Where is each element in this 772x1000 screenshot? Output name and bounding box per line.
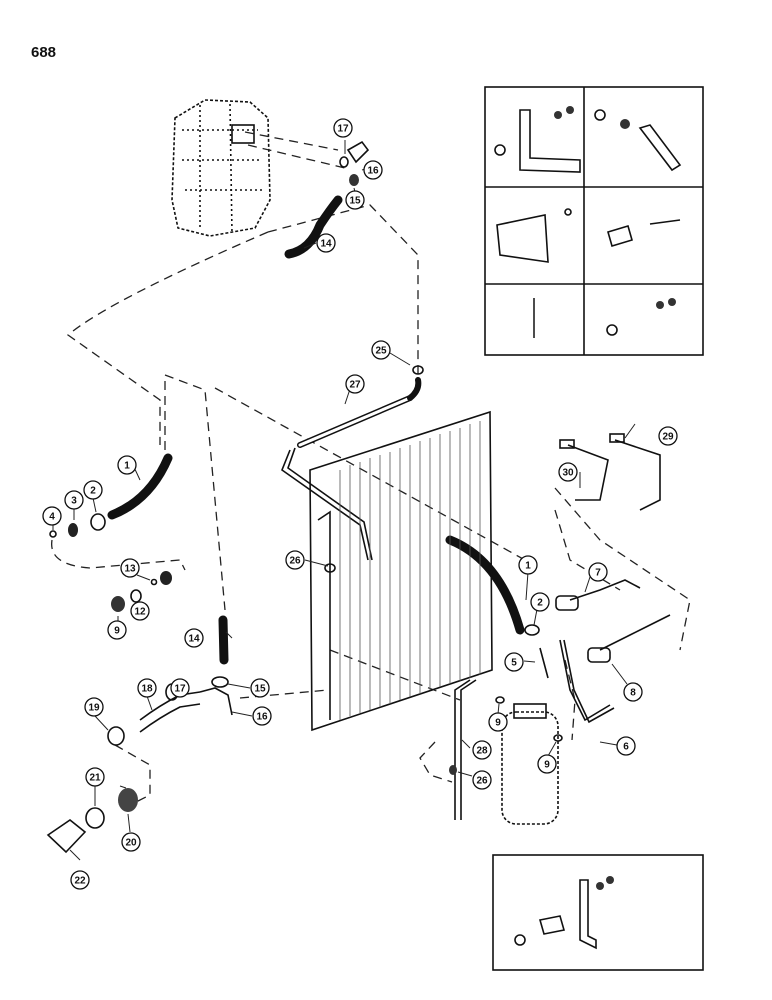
callout-14: 9 [107, 620, 127, 640]
callout-15-bottom: 14 [184, 628, 204, 648]
svg-text:3: 3 [71, 496, 77, 507]
callout-27: 27 [345, 374, 365, 394]
svg-text:16: 16 [256, 712, 268, 723]
callout-16-top: 15 [345, 190, 365, 210]
callout-16-bottom: 15 [250, 678, 270, 698]
svg-text:25: 25 [375, 346, 387, 357]
receiver-drier-illustration [501, 703, 559, 825]
callout-2-left: 2 [83, 480, 103, 500]
svg-text:9: 9 [495, 718, 501, 729]
callout-13: 13 [120, 558, 140, 578]
svg-text:8: 8 [630, 688, 636, 699]
svg-text:12: 12 [134, 607, 146, 618]
callout-1-left: 1 [117, 455, 137, 475]
svg-text:27: 27 [349, 380, 361, 391]
callout-15-top: 14 [316, 233, 336, 253]
svg-text:14: 14 [188, 634, 200, 645]
svg-text:9: 9 [544, 760, 550, 771]
compressor-illustration [171, 99, 271, 237]
svg-text:14: 14 [320, 239, 332, 250]
page-number: 688 [31, 44, 57, 61]
svg-text:30: 30 [562, 468, 574, 479]
callout-20: 19 [84, 697, 104, 717]
callout-30: 30 [558, 462, 578, 482]
condenser-illustration [309, 410, 493, 732]
callout-9-right: 9 [537, 754, 557, 774]
svg-text:26: 26 [476, 776, 488, 787]
svg-text:2: 2 [90, 486, 96, 497]
svg-text:4: 4 [49, 512, 55, 523]
hardware-kit-table [484, 86, 704, 971]
svg-text:17: 17 [174, 684, 186, 695]
callout-9-left: 9 [488, 712, 508, 732]
callout-18-bottom: 17 [170, 678, 190, 698]
svg-text:17: 17 [337, 124, 349, 135]
svg-text:2: 2 [537, 598, 543, 609]
callout-26-bottom: 26 [472, 770, 492, 790]
callout-12: 12 [130, 601, 150, 621]
svg-text:6: 6 [623, 742, 629, 753]
callout-2-right: 2 [530, 592, 550, 612]
callout-25: 25 [371, 340, 391, 360]
svg-text:9: 9 [114, 626, 120, 637]
callout-21: 20 [121, 832, 141, 852]
svg-text:1: 1 [124, 461, 130, 472]
callout-7: 7 [588, 562, 608, 582]
callout-17-top: 16 [363, 160, 383, 180]
callout-19: 18 [137, 678, 157, 698]
connection-lines [51, 131, 691, 811]
callout-6: 6 [616, 736, 636, 756]
hoses-and-tubes [107, 195, 615, 820]
svg-text:29: 29 [662, 432, 674, 443]
svg-text:21: 21 [89, 773, 101, 784]
callout-22: 21 [85, 767, 105, 787]
callout-1-right: 1 [518, 555, 538, 575]
svg-text:13: 13 [124, 564, 136, 575]
callout-8: 8 [623, 682, 643, 702]
leader-lines [52, 140, 636, 861]
fittings [46, 140, 563, 854]
callout-5: 5 [504, 652, 524, 672]
callout-17-bottom: 16 [252, 706, 272, 726]
callout-29: 29 [658, 426, 678, 446]
callout-4: 4 [42, 506, 62, 526]
svg-text:16: 16 [367, 166, 379, 177]
svg-text:1: 1 [525, 561, 531, 572]
svg-text:18: 18 [141, 684, 153, 695]
callout-3: 3 [64, 490, 84, 510]
switch-harness-illustration [555, 433, 671, 663]
svg-text:26: 26 [289, 556, 301, 567]
svg-text:22: 22 [74, 876, 86, 887]
svg-text:28: 28 [476, 746, 488, 757]
svg-text:15: 15 [349, 196, 361, 207]
svg-text:7: 7 [595, 568, 601, 579]
callout-18-top: 17 [333, 118, 353, 138]
svg-text:5: 5 [511, 658, 517, 669]
callouts: 17 16 15 14 25 27 1 2 3 4 13 12 9 14 15 … [42, 118, 678, 890]
callout-26-left: 26 [285, 550, 305, 570]
svg-text:20: 20 [125, 838, 137, 849]
svg-text:15: 15 [254, 684, 266, 695]
svg-text:19: 19 [88, 703, 100, 714]
callout-23: 22 [70, 870, 90, 890]
callout-28: 28 [472, 740, 492, 760]
